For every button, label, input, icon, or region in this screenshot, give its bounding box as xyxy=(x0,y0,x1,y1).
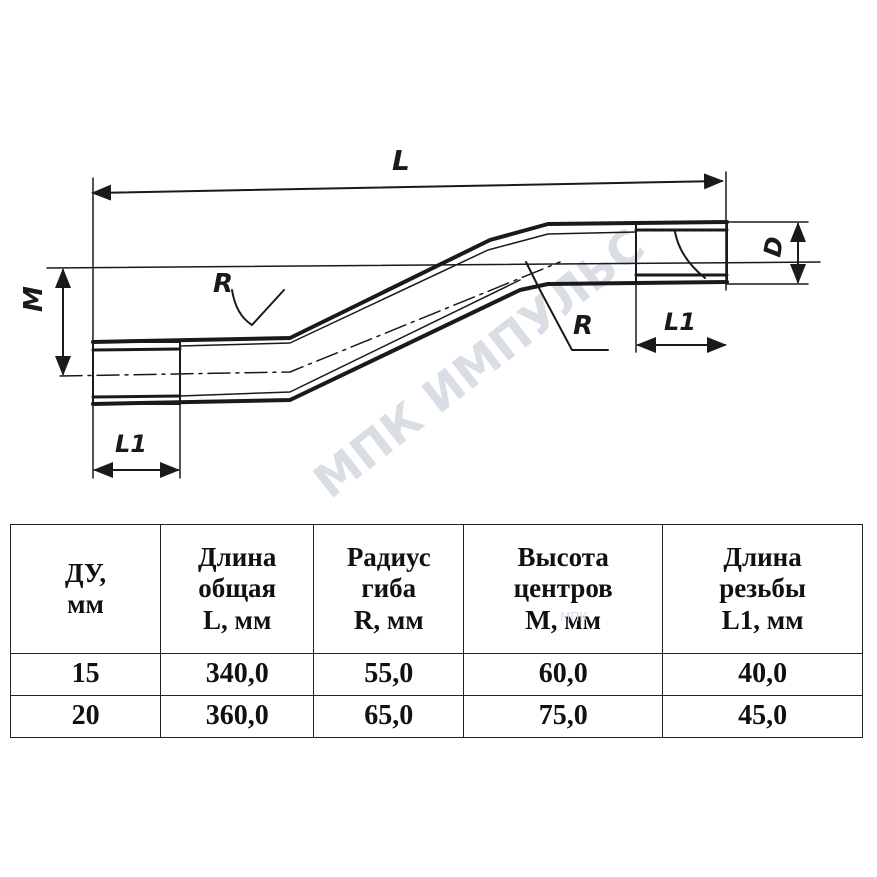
left-thread-section xyxy=(92,341,181,405)
pipe-inner-line-bottom xyxy=(179,279,521,397)
label-L: L xyxy=(392,144,410,177)
table-cell: 65,0 xyxy=(313,695,465,738)
header-length-total: Длина общая L, мм xyxy=(160,524,315,654)
watermark-text: МПК ИМПУЛЬС xyxy=(304,218,655,509)
lower-axis-line xyxy=(59,261,561,377)
header-du: ДУ, мм xyxy=(9,524,162,654)
pipe-inner-line-top xyxy=(179,231,637,347)
table-cell: 20 xyxy=(9,695,162,738)
table-cell: 45,0 xyxy=(662,695,863,738)
label-R-lower: R xyxy=(573,311,593,341)
label-M: M xyxy=(19,286,49,312)
header-thread-length: Длина резьбы L1, мм xyxy=(662,524,863,654)
table-cell: 15 xyxy=(9,653,162,696)
table-row: 20 360,0 65,0 75,0 45,0 xyxy=(9,695,863,738)
label-D: D xyxy=(758,235,789,259)
header-center-height: Высота центров M, мм xyxy=(463,524,664,654)
table-header-row: ДУ, мм Длина общая L, мм Радиус гиба R, … xyxy=(9,524,863,654)
label-L1-right: L1 xyxy=(664,308,696,336)
table-cell: 360,0 xyxy=(160,695,315,738)
label-R-upper: R xyxy=(213,269,233,299)
table-cell: 75,0 xyxy=(463,695,664,738)
table-row: 15 340,0 55,0 60,0 40,0 xyxy=(9,653,863,696)
header-bend-radius: Радиус гиба R, мм xyxy=(313,524,465,654)
table-cell: 340,0 xyxy=(160,653,315,696)
offset-pipe-drawing: МПК ИМПУЛЬС xyxy=(19,144,821,509)
dimensions-table: ДУ, мм Длина общая L, мм Радиус гиба R, … xyxy=(9,524,863,738)
pipe-top-wall xyxy=(91,220,729,344)
radius-leader-upper xyxy=(231,289,285,326)
dimension-line-L xyxy=(91,173,724,201)
table-cell: 55,0 xyxy=(313,653,465,696)
table-cell: 40,0 xyxy=(662,653,863,696)
label-L1-left: L1 xyxy=(115,430,147,458)
upper-axis-line xyxy=(46,261,821,269)
right-thread-section xyxy=(635,221,728,283)
watermark-small: МПК xyxy=(560,610,588,624)
radius-leader-lower xyxy=(525,261,609,351)
pipe-bottom-wall xyxy=(91,280,729,406)
table-cell: 60,0 xyxy=(463,653,664,696)
